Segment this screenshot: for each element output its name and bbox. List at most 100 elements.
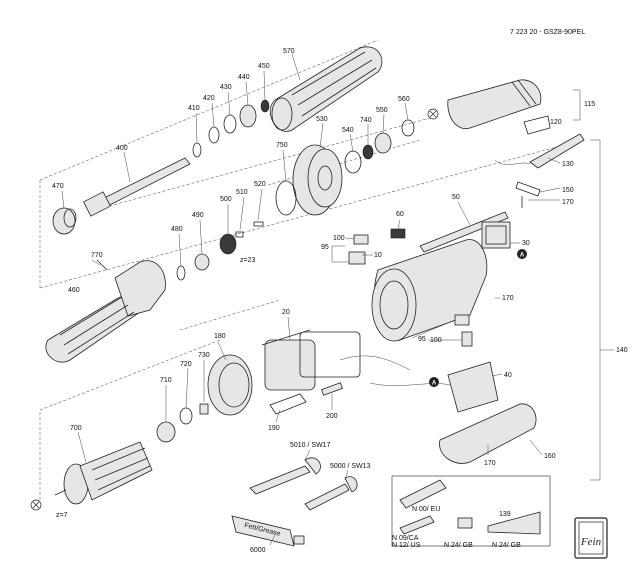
callout-560: 560	[398, 96, 410, 103]
x-mark-icon	[427, 108, 439, 120]
housing-half-160	[439, 403, 537, 464]
callout-95-b: 95	[418, 336, 426, 343]
callout-460: 460	[68, 287, 80, 294]
callout-140: 140	[616, 347, 628, 354]
callout-120: 120	[550, 119, 562, 126]
handle-grip-460	[45, 259, 166, 363]
callout-130: 130	[562, 161, 574, 168]
callout-5010: 5010 / SW17	[290, 442, 331, 449]
svg-text:A: A	[520, 253, 525, 259]
callout-170-b: 170	[502, 295, 514, 302]
brush-parts-60-100	[348, 228, 473, 347]
leader-lines	[61, 53, 561, 546]
callout-150: 150	[562, 187, 574, 194]
callout-labels: 400 410 420 430 440 450 570 470 530 540 …	[52, 48, 628, 554]
callout-700: 700	[70, 425, 82, 432]
bracket-140	[590, 139, 614, 481]
callout-540: 540	[342, 127, 354, 134]
callout-z23: z=23	[240, 257, 255, 264]
motor-housing	[371, 239, 488, 342]
callout-470: 470	[52, 183, 64, 190]
callout-6000: 6000	[250, 547, 266, 554]
callout-490: 490	[192, 212, 204, 219]
cable-130	[494, 133, 585, 169]
marker-a-1: A	[517, 249, 527, 259]
ring-180	[207, 354, 253, 416]
plug-ca-line: N 09/CA	[392, 535, 419, 542]
callout-500: 500	[220, 196, 232, 203]
callout-10: 10	[374, 252, 382, 259]
callout-z7: z=7	[56, 512, 68, 519]
callout-100-b: 100	[430, 337, 442, 344]
callout-160: 160	[544, 453, 556, 460]
parts-480-520	[176, 221, 264, 281]
callout-770: 770	[91, 252, 103, 259]
plug-us-line: N 12/ US	[392, 542, 421, 549]
logo-text: Fein	[580, 536, 602, 548]
assembly-guide-lines	[39, 39, 561, 500]
callout-530: 530	[316, 116, 328, 123]
gear-head-530	[292, 144, 343, 216]
bracket-115	[573, 89, 581, 121]
callout-510: 510	[236, 189, 248, 196]
plug-eu: N 00/ EU	[412, 506, 440, 513]
callout-740: 740	[360, 117, 372, 124]
callout-550: 550	[376, 107, 388, 114]
wrench-5010	[249, 457, 321, 495]
grease-tube-6000: Fett/Grease	[231, 515, 305, 547]
callout-30: 30	[522, 240, 530, 247]
callout-170-c: 170	[484, 460, 496, 467]
callout-40: 40	[504, 372, 512, 379]
callout-440: 440	[238, 74, 250, 81]
callout-730: 730	[198, 352, 210, 359]
callout-420: 420	[203, 95, 215, 102]
cover-115	[447, 79, 542, 130]
switch-40	[369, 361, 499, 413]
callout-750: 750	[276, 142, 288, 149]
callout-100-a: 100	[333, 235, 345, 242]
stator-20	[261, 329, 361, 391]
washers-410-450	[192, 99, 270, 158]
drawing-number: 7 223 20 - GSZ8-90PEL	[510, 29, 585, 36]
clip-120	[523, 115, 551, 135]
wrench-5000	[304, 476, 358, 511]
o-ring-750	[275, 180, 297, 216]
sleeve-570	[269, 46, 383, 132]
callout-570: 570	[283, 48, 295, 55]
parts-710-730	[156, 403, 209, 443]
callout-450: 450	[258, 63, 270, 70]
electronics-30	[481, 221, 511, 249]
plug-gb-1: N 24/ GB	[444, 542, 473, 549]
callout-400: 400	[116, 145, 128, 152]
callout-480: 480	[171, 226, 183, 233]
marker-a-2: A	[429, 377, 439, 387]
callout-520: 520	[254, 181, 266, 188]
callout-430: 430	[220, 84, 232, 91]
parts-540-560	[344, 119, 415, 174]
callout-60: 60	[396, 211, 404, 218]
callout-115: 115	[584, 101, 595, 108]
callout-5000: 5000 / SW13	[330, 463, 371, 470]
callout-200: 200	[326, 413, 338, 420]
plug-ca-us: N 09/CA	[392, 535, 419, 542]
callout-180: 180	[214, 333, 226, 340]
nut-470	[52, 207, 77, 235]
callout-20: 20	[282, 309, 290, 316]
bracket-150	[515, 181, 541, 208]
callout-95-a: 95	[321, 244, 329, 251]
callout-720: 720	[180, 361, 192, 368]
spindle-400	[83, 157, 191, 217]
fein-logo-icon: Fein	[574, 517, 608, 559]
callout-190: 190	[268, 425, 280, 432]
plug-box: N 00/ EU N 09/CA N 12/ US N 24/ GB N 24/…	[391, 475, 551, 549]
callout-170-a: 170	[562, 199, 574, 206]
x-mark-icon	[30, 499, 42, 511]
plug-139: 139	[499, 511, 511, 518]
callout-710: 710	[160, 377, 172, 384]
svg-text:A: A	[432, 381, 437, 387]
callout-50: 50	[452, 194, 460, 201]
plug-gb-2: N 24/ GB	[492, 542, 521, 549]
parts-190-200	[269, 355, 411, 415]
